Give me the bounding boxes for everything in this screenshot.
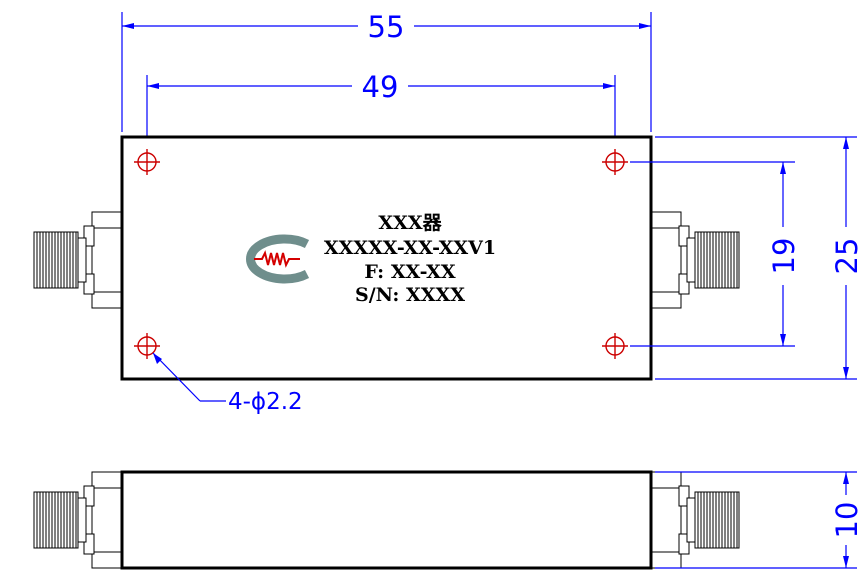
right-connector-side bbox=[650, 471, 740, 569]
mounting-hole-top-right bbox=[602, 149, 628, 175]
dimension-overall-width: 25 bbox=[655, 136, 864, 380]
label-line-1: XXX器 bbox=[378, 212, 442, 234]
left-connector-side bbox=[33, 471, 123, 569]
dimension-hole-spacing-x-label: 49 bbox=[362, 70, 399, 104]
hole-callout: 4-ϕ2.2 bbox=[152, 352, 303, 415]
dimension-hole-spacing-y-label: 19 bbox=[767, 238, 801, 275]
right-connector-top bbox=[650, 211, 740, 309]
mounting-hole-bottom-right bbox=[602, 333, 628, 359]
label-line-2: XXXXX-XX-XXV1 bbox=[324, 237, 496, 259]
dimension-overall-length-label: 55 bbox=[368, 10, 405, 44]
dimension-hole-spacing-x: 49 bbox=[146, 70, 616, 160]
label-line-4: S/N: XXXX bbox=[355, 284, 465, 306]
mounting-hole-top-left bbox=[134, 149, 160, 175]
hole-callout-label: 4-ϕ2.2 bbox=[228, 389, 303, 415]
filter-body-top bbox=[120, 135, 653, 381]
side-view: 10 bbox=[33, 470, 864, 570]
dimension-overall-length: 55 bbox=[121, 10, 652, 132]
label-line-3: F: XX-XX bbox=[364, 261, 455, 283]
dimension-height-label: 10 bbox=[830, 502, 864, 539]
filter-body-side bbox=[120, 470, 653, 570]
mounting-hole-bottom-left bbox=[134, 333, 160, 359]
left-connector-top bbox=[33, 211, 123, 309]
company-logo bbox=[246, 234, 310, 284]
top-view: 55 49 bbox=[33, 10, 864, 415]
dimension-height: 10 bbox=[655, 471, 864, 569]
dimension-hole-spacing-y: 19 bbox=[630, 161, 801, 347]
dimension-overall-width-label: 25 bbox=[830, 238, 864, 275]
